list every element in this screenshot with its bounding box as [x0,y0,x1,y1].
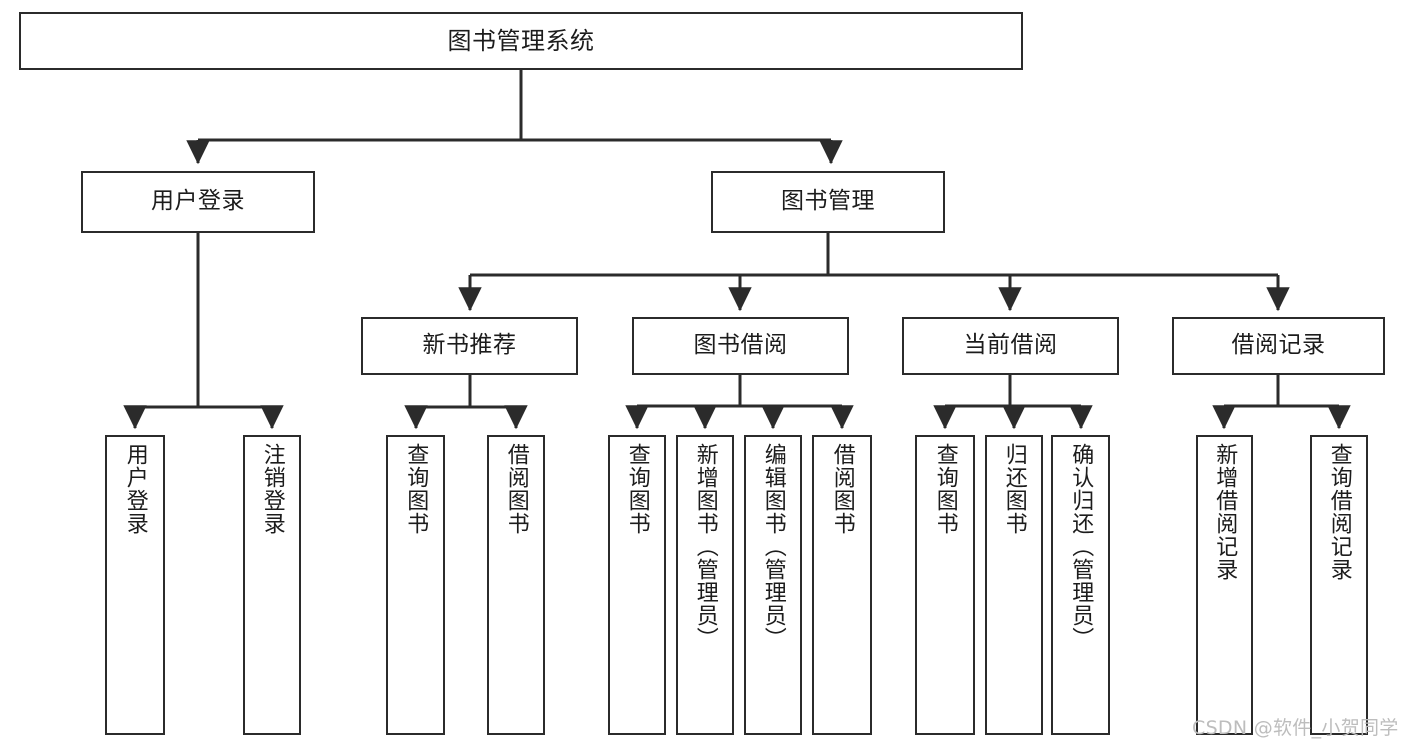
leaf-query-borrow-record[interactable]: 查询借阅记录 [1310,435,1368,735]
node-label: 借阅记录 [1231,332,1326,359]
node-label: 确认归还（管理员） [1068,443,1094,650]
node-label: 用户登录 [122,443,148,535]
leaf-borrow-book-new-recommend[interactable]: 借阅图书 [487,435,545,735]
node-book-manage[interactable]: 图书管理 [711,171,945,233]
leaf-return-book[interactable]: 归还图书 [985,435,1043,735]
node-label: 查询图书 [624,443,650,535]
leaf-query-book-current-borrow[interactable]: 查询图书 [915,435,975,735]
edges-bookmanage-to-level3 [458,233,1290,312]
node-label: 新书推荐 [422,332,517,359]
leaf-query-book-borrow[interactable]: 查询图书 [608,435,666,735]
edges-borrowrecord-to-leaves [1212,375,1351,430]
leaf-query-book-new-recommend[interactable]: 查询图书 [386,435,445,735]
node-label: 查询图书 [932,443,958,535]
node-label: 新增借阅记录 [1212,443,1238,581]
leaf-borrow-book[interactable]: 借阅图书 [812,435,872,735]
node-label: 借阅图书 [829,443,855,535]
node-label: 归还图书 [1001,443,1027,535]
node-label: 查询借阅记录 [1326,443,1352,581]
node-label: 图书借阅 [693,332,788,359]
node-borrow-record[interactable]: 借阅记录 [1172,317,1385,375]
leaf-confirm-return-admin[interactable]: 确认归还（管理员） [1051,435,1110,735]
node-label: 图书管理 [781,188,875,215]
leaf-add-book-admin[interactable]: 新增图书（管理员） [676,435,734,735]
node-label: 图书管理系统 [447,26,595,55]
edges-bookborrow-to-leaves [625,375,854,430]
node-user-login[interactable]: 用户登录 [81,171,315,233]
node-label: 当前借阅 [963,332,1058,359]
edges-userlogin-to-leaves [123,233,284,430]
node-label: 新增图书（管理员） [692,443,718,650]
node-root-book-management-system[interactable]: 图书管理系统 [19,12,1023,70]
node-new-book-recommend[interactable]: 新书推荐 [361,317,578,375]
leaf-add-borrow-record[interactable]: 新增借阅记录 [1196,435,1253,735]
leaf-edit-book-admin[interactable]: 编辑图书（管理员） [744,435,802,735]
node-current-borrow[interactable]: 当前借阅 [902,317,1119,375]
csdn-watermark: CSDN @软件_小贺同学 [1192,717,1399,739]
edges-newbook-to-leaves [404,375,528,430]
edges-currentborrow-to-leaves [933,375,1093,430]
node-label: 借阅图书 [503,443,529,535]
leaf-user-login[interactable]: 用户登录 [105,435,165,735]
edges-root-to-level2 [186,70,843,165]
leaf-user-logout[interactable]: 注销登录 [243,435,301,735]
node-label: 注销登录 [259,443,285,535]
node-label: 编辑图书（管理员） [760,443,786,650]
node-book-borrow[interactable]: 图书借阅 [632,317,849,375]
node-label: 用户登录 [151,188,245,215]
node-label: 查询图书 [403,443,429,535]
